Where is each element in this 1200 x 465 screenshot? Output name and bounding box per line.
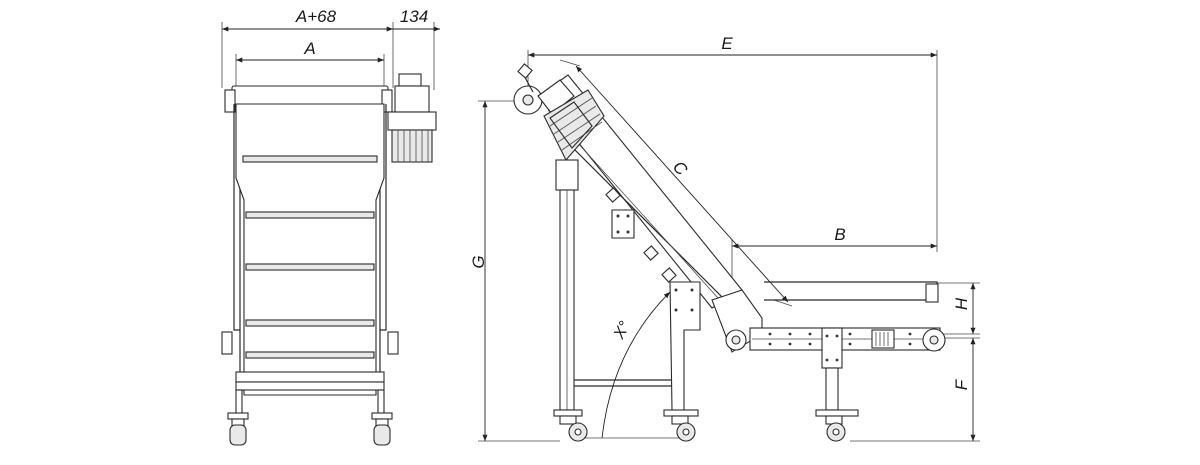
label-a: A (303, 39, 315, 58)
label-f: F (952, 378, 971, 390)
front-caster-right (371, 412, 393, 446)
front-caster-left (227, 412, 249, 446)
dim-b: B (731, 225, 937, 300)
dim-motor-width: 134 (393, 7, 440, 90)
label-a-plus-68: A+68 (295, 7, 337, 26)
dim-f: F (850, 337, 980, 442)
tail-drum (922, 328, 946, 352)
head-drum (513, 63, 543, 115)
dim-angle-x: X° (572, 291, 680, 439)
dim-c: C (559, 59, 793, 307)
dim-g: G (469, 100, 560, 442)
label-c: C (669, 157, 692, 179)
label-b: B (834, 225, 845, 244)
label-g: G (469, 255, 488, 268)
middle-leg (663, 281, 701, 442)
dim-h: H (937, 282, 980, 335)
motor-side (537, 79, 605, 161)
label-h: H (952, 297, 971, 310)
label-x-angle: X° (610, 318, 634, 342)
front-view: A+68 134 A (221, 7, 440, 446)
front-leg (815, 327, 859, 442)
dim-a: A (235, 39, 385, 88)
label-e: E (721, 34, 733, 53)
dim-a-plus-68: A+68 (221, 7, 394, 88)
side-view: E G C B H (469, 34, 980, 442)
rear-leg (553, 159, 678, 442)
motor-front (387, 73, 437, 163)
label-motor-width: 134 (400, 7, 428, 26)
